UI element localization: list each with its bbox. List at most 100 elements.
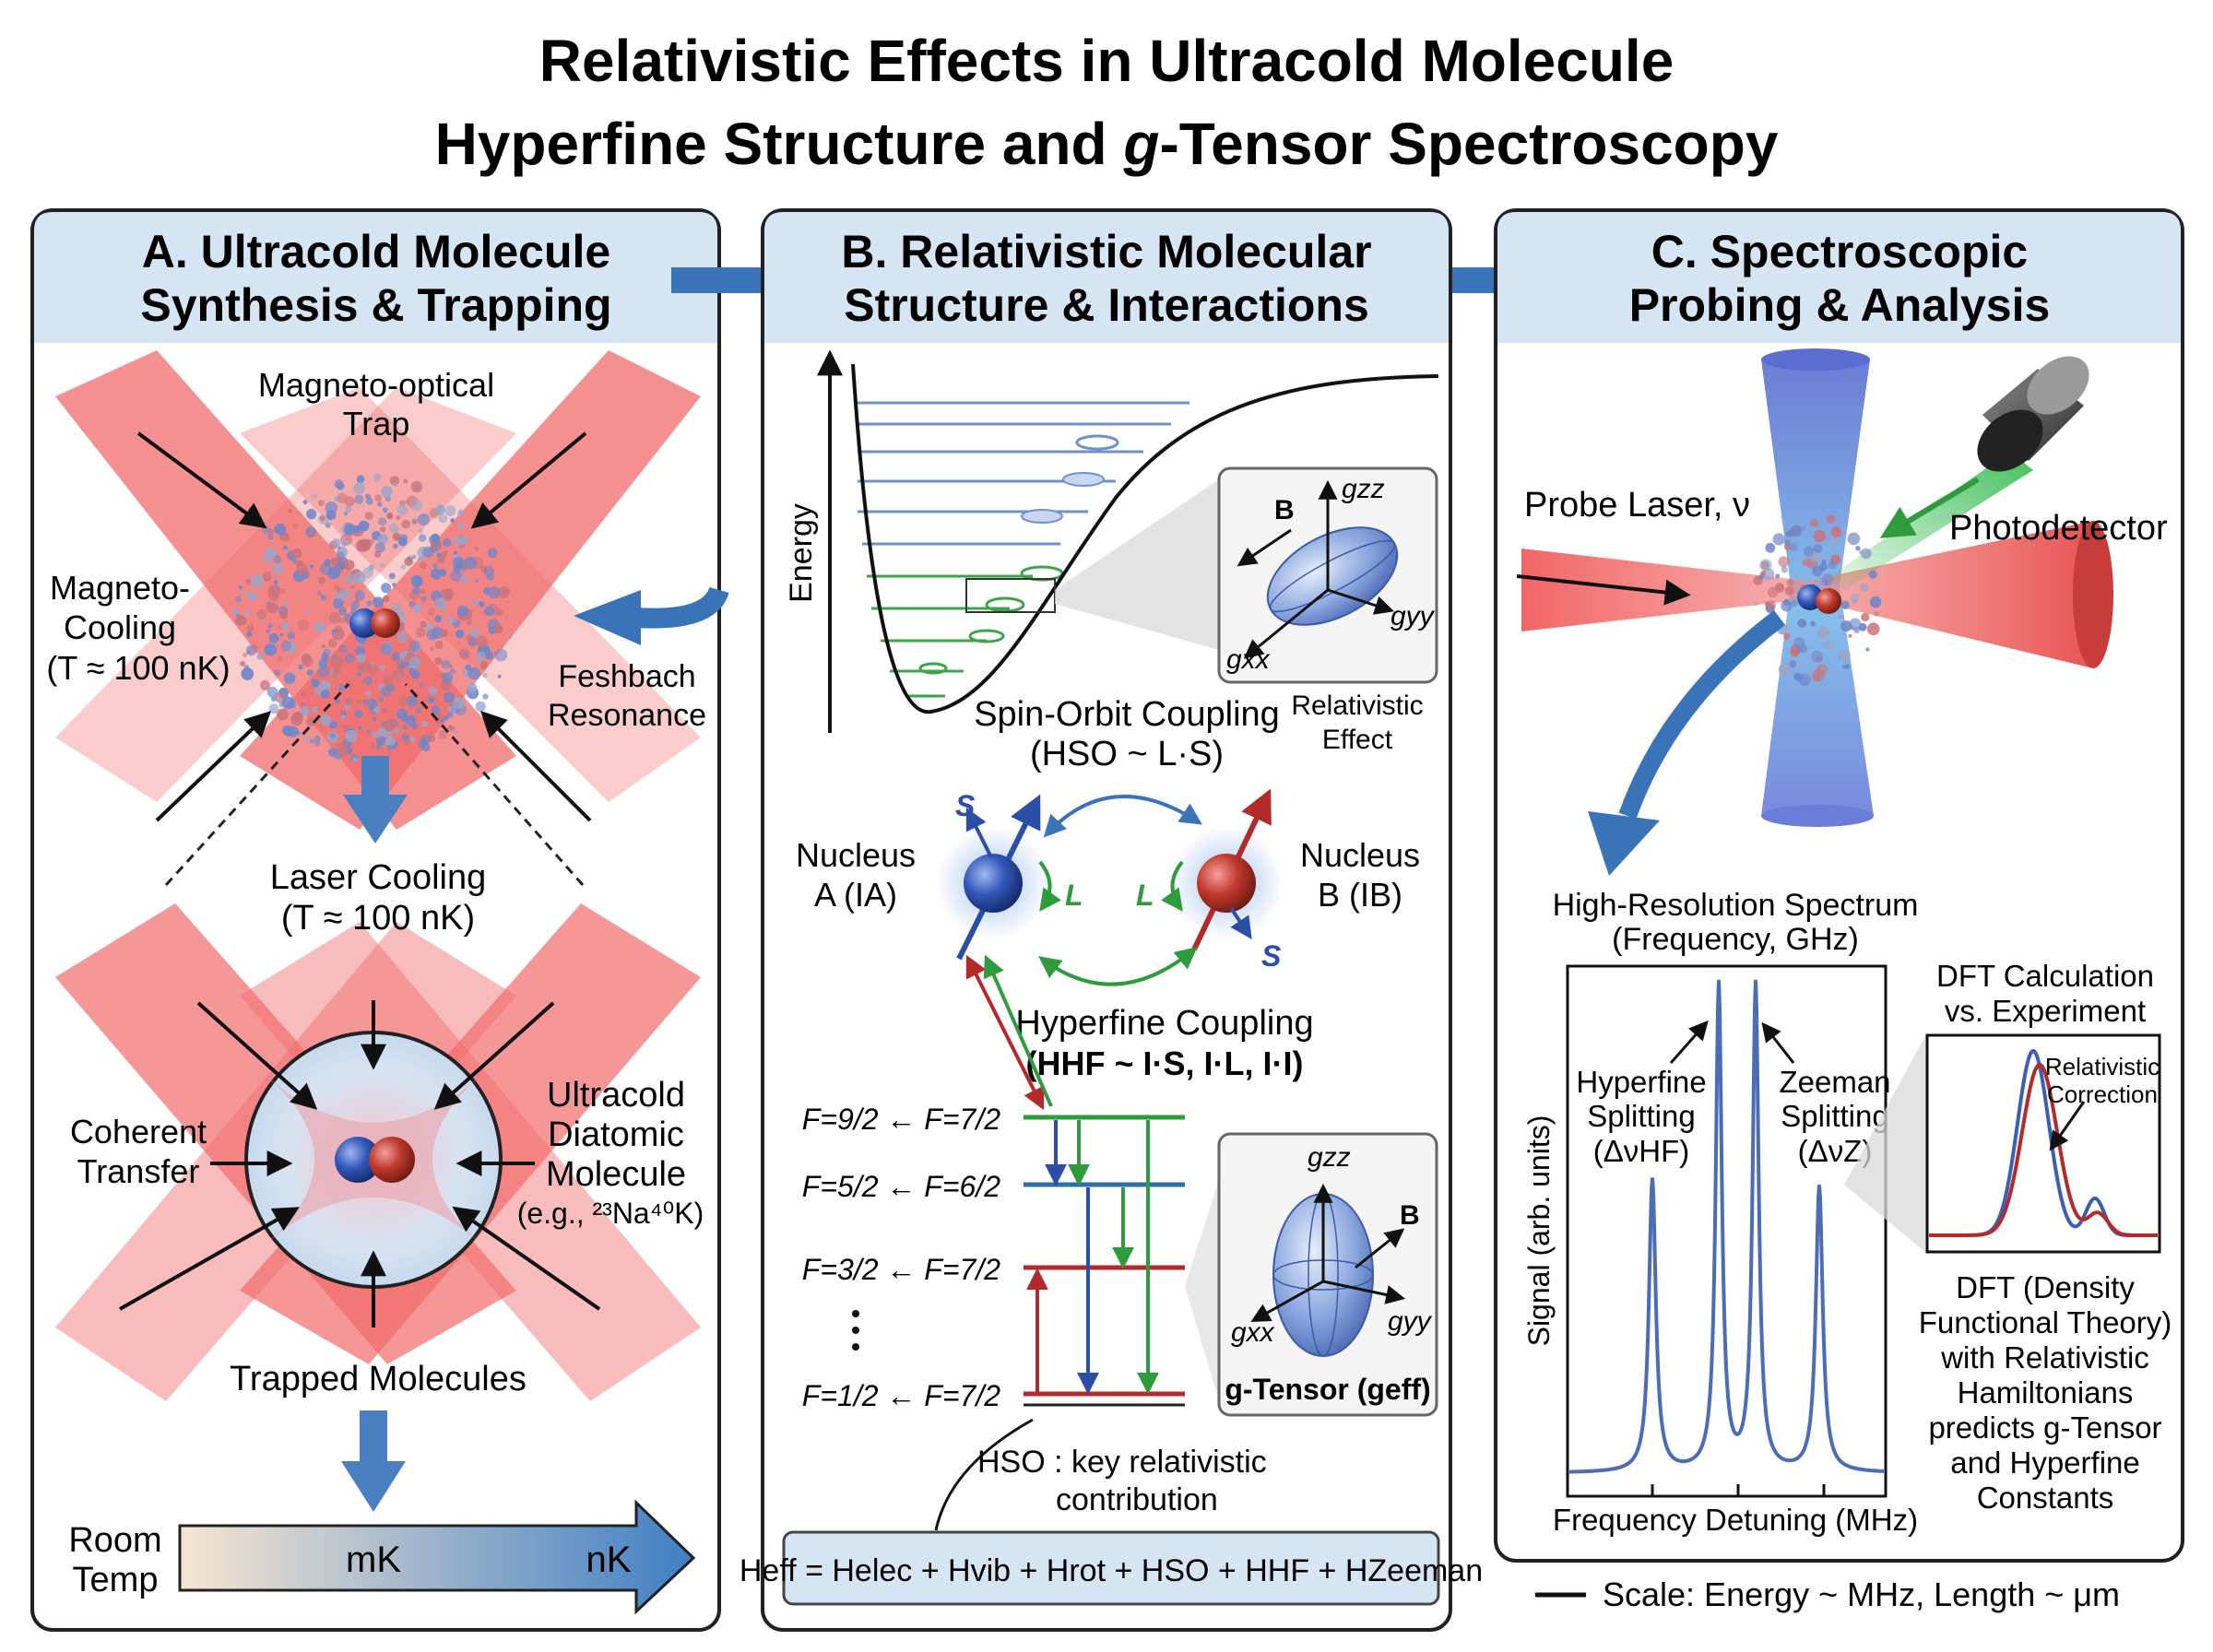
cloud-particle bbox=[1844, 664, 1851, 669]
hfs-label-1: Hyperfine bbox=[1576, 1065, 1706, 1099]
cloud-particle bbox=[401, 519, 410, 529]
cloud-particle bbox=[374, 494, 383, 502]
dft-zoom-cone bbox=[1844, 1032, 1927, 1254]
panel-a-header-1: A. Ultracold Molecule bbox=[142, 226, 610, 277]
cloud-particle bbox=[297, 620, 309, 631]
cloud-particle bbox=[393, 482, 398, 487]
cloud-particle bbox=[396, 514, 401, 521]
cloud-particle bbox=[310, 738, 315, 744]
dft-desc-3: with Relativistic bbox=[1940, 1340, 2149, 1375]
cloud-particle bbox=[355, 699, 362, 705]
cloud-particle bbox=[365, 690, 372, 697]
cloud-particle bbox=[262, 525, 271, 535]
cloud-particle bbox=[1785, 530, 1793, 537]
cloud-particle bbox=[354, 710, 363, 718]
probe-molecule-red bbox=[1816, 588, 1841, 614]
cloud-particle bbox=[1759, 559, 1772, 572]
room-temp-1: Room bbox=[68, 1521, 161, 1560]
cloud-particle bbox=[392, 583, 396, 587]
cloud-particle bbox=[483, 566, 495, 577]
cloud-particle bbox=[274, 523, 287, 536]
cloud-particle bbox=[419, 682, 424, 688]
cloud-particle bbox=[412, 604, 421, 613]
cloud-particle bbox=[412, 519, 417, 525]
cloud-particle bbox=[421, 721, 429, 727]
cloud-particle bbox=[474, 579, 479, 584]
cloud-particle bbox=[1797, 619, 1807, 628]
cloud-particle bbox=[240, 661, 245, 667]
panel-b-header-2: Structure & Interactions bbox=[844, 279, 1369, 331]
hfs-label-2: Splitting bbox=[1587, 1099, 1695, 1133]
cloud-particle bbox=[298, 664, 304, 670]
cloud-particle bbox=[479, 601, 485, 608]
cloud-particle bbox=[272, 563, 284, 575]
cloud-particle bbox=[431, 705, 441, 714]
cloud-particle bbox=[359, 659, 372, 673]
room-temp-2: Temp bbox=[73, 1561, 159, 1599]
cloud-particle bbox=[234, 617, 244, 626]
cloud-particle bbox=[241, 667, 254, 680]
cloud-particle bbox=[301, 653, 312, 664]
cloud-particle bbox=[1758, 574, 1764, 580]
cloud-particle bbox=[354, 494, 364, 504]
cloud-particle bbox=[277, 655, 283, 662]
energy-label: Energy bbox=[784, 503, 819, 603]
cloud-particle bbox=[238, 585, 243, 590]
cloud-particle bbox=[441, 680, 451, 691]
cloud-particle bbox=[479, 661, 489, 669]
cloud-particle bbox=[268, 703, 279, 714]
cloud-particle bbox=[379, 697, 385, 702]
cloud-particle bbox=[1860, 583, 1869, 592]
l-arrow-a bbox=[1038, 860, 1061, 912]
l-arrow-b bbox=[1161, 860, 1184, 912]
panel-a: A. Ultracold Molecule Synthesis & Trappi… bbox=[30, 208, 729, 1632]
cloud-particle bbox=[1786, 579, 1794, 587]
cloud-particle bbox=[412, 586, 421, 596]
cloud-particle bbox=[336, 482, 345, 490]
cloud-particle bbox=[388, 572, 396, 580]
cloud-particle bbox=[446, 711, 454, 719]
probe-molecule-cloud bbox=[1753, 514, 1882, 686]
cloud-particle bbox=[1866, 622, 1880, 636]
level-ellipsis bbox=[852, 1310, 859, 1351]
cloud-particle bbox=[1789, 543, 1798, 551]
laser-cooling-1: Laser Cooling bbox=[270, 858, 486, 897]
spectrum-ticks bbox=[1651, 1484, 1826, 1495]
cloud-particle bbox=[410, 499, 423, 512]
cloud-particle bbox=[344, 525, 356, 537]
cloud-particle bbox=[311, 706, 318, 714]
cloud-particle bbox=[1848, 633, 1852, 639]
cloud-particle bbox=[438, 730, 447, 739]
cloud-particle bbox=[450, 726, 456, 732]
cloud-particle bbox=[497, 674, 502, 678]
cloud-particle bbox=[338, 588, 351, 600]
cloud-particle bbox=[466, 618, 473, 625]
cloud-particle bbox=[373, 550, 382, 558]
cloud-particle bbox=[283, 672, 296, 685]
cloud-particle bbox=[274, 669, 280, 676]
relativistic-effect-2: Effect bbox=[1322, 725, 1393, 755]
trap-arrow-bl bbox=[119, 1207, 300, 1311]
s-label-b: S bbox=[1261, 939, 1282, 973]
cloud-particle bbox=[476, 635, 489, 648]
panel-b-header-1: B. Relativistic Molecular bbox=[841, 226, 1371, 277]
cloud-particle bbox=[403, 478, 408, 484]
zs-label-2: Splitting bbox=[1781, 1099, 1888, 1133]
cloud-particle bbox=[422, 546, 434, 558]
cloud-particle bbox=[377, 502, 383, 507]
s-label-a: S bbox=[955, 789, 976, 822]
magneto-cooling-1: Magneto- bbox=[50, 569, 190, 607]
spectrum-ylabel: Signal (arb. units) bbox=[1522, 1115, 1556, 1347]
cloud-particle bbox=[338, 644, 348, 654]
cloud-particle bbox=[407, 555, 414, 562]
cloud-particle bbox=[267, 534, 274, 540]
cloud-particle bbox=[335, 625, 342, 632]
cloud-particle bbox=[450, 518, 456, 523]
cloud-particle bbox=[282, 725, 293, 737]
cloud-particle bbox=[325, 522, 331, 528]
cloud-particle bbox=[426, 629, 439, 641]
mot-label-1: Magneto-optical bbox=[258, 366, 494, 404]
photodetector-label: Photodetector bbox=[1949, 509, 2168, 548]
panel-c-header-2: Probing & Analysis bbox=[1629, 279, 2051, 331]
